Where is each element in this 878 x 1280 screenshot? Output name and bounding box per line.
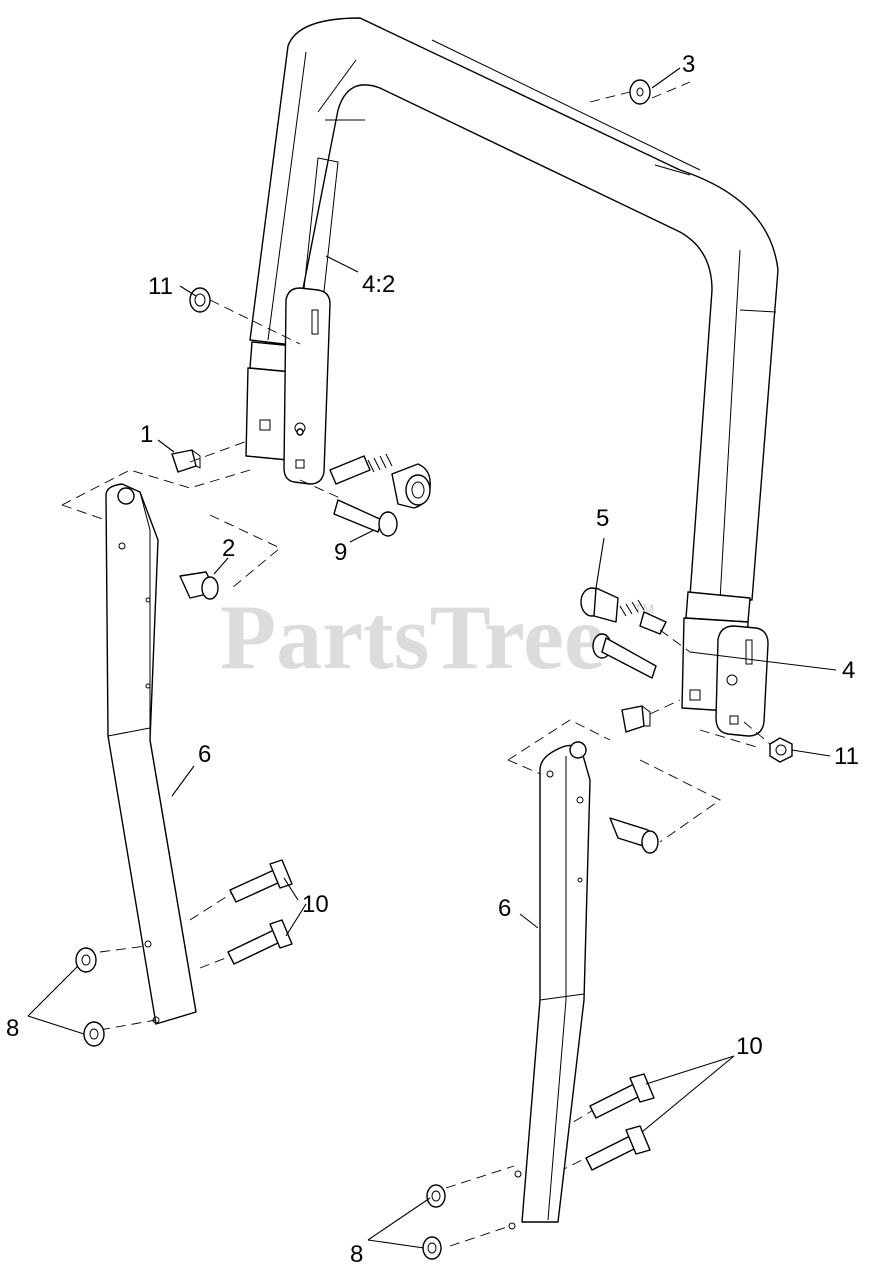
- callout-labels: 3 4:2 11 1 2 9 5 4 11 6 10 8 6 10 8: [6, 51, 859, 1268]
- flange-nut-right: [769, 737, 793, 763]
- flange-nut-left: [189, 287, 211, 313]
- spring-pin-left: [329, 453, 431, 509]
- callout-11-left: 11: [148, 273, 173, 300]
- callout-4-2: 4:2: [362, 271, 395, 298]
- callout-11-right: 11: [834, 743, 859, 770]
- lower-support-left: [105, 483, 197, 1025]
- callout-6-right: 6: [498, 895, 511, 922]
- spacer-tube-right: [609, 817, 659, 854]
- washer: [629, 79, 651, 105]
- callout-8-left: 8: [6, 1015, 19, 1042]
- leader-lines: [27, 67, 837, 1249]
- callout-10-right: 10: [736, 1033, 763, 1060]
- lower-support-right: [508, 741, 591, 1230]
- left-hinge-plate: [283, 287, 331, 485]
- callout-6-left: 6: [198, 741, 211, 768]
- latch-block-left: [171, 449, 201, 473]
- clevis-pin-right: [592, 633, 657, 679]
- bolts-left: [227, 859, 293, 965]
- watermark-trademark: TM: [634, 601, 654, 617]
- watermark: PartsTree TM: [220, 586, 654, 688]
- watermark-text: PartsTree: [220, 586, 605, 688]
- nuts-right: [422, 1184, 446, 1260]
- callout-2: 2: [222, 535, 235, 562]
- clevis-pin-left: [333, 499, 398, 537]
- nuts-left: [75, 947, 105, 1047]
- callout-9: 9: [334, 539, 347, 566]
- spacer-tube-left: [179, 571, 219, 600]
- callout-3: 3: [682, 51, 695, 78]
- callout-8-right: 8: [350, 1241, 363, 1268]
- callout-4: 4: [842, 657, 855, 684]
- callout-10-left: 10: [302, 891, 329, 918]
- right-hinge-plate: [715, 625, 769, 737]
- bolts-right: [585, 1073, 655, 1171]
- latch-block-right: [621, 705, 651, 733]
- callout-1: 1: [140, 421, 153, 448]
- callout-5: 5: [596, 505, 609, 532]
- spring-pin-right: [580, 587, 667, 635]
